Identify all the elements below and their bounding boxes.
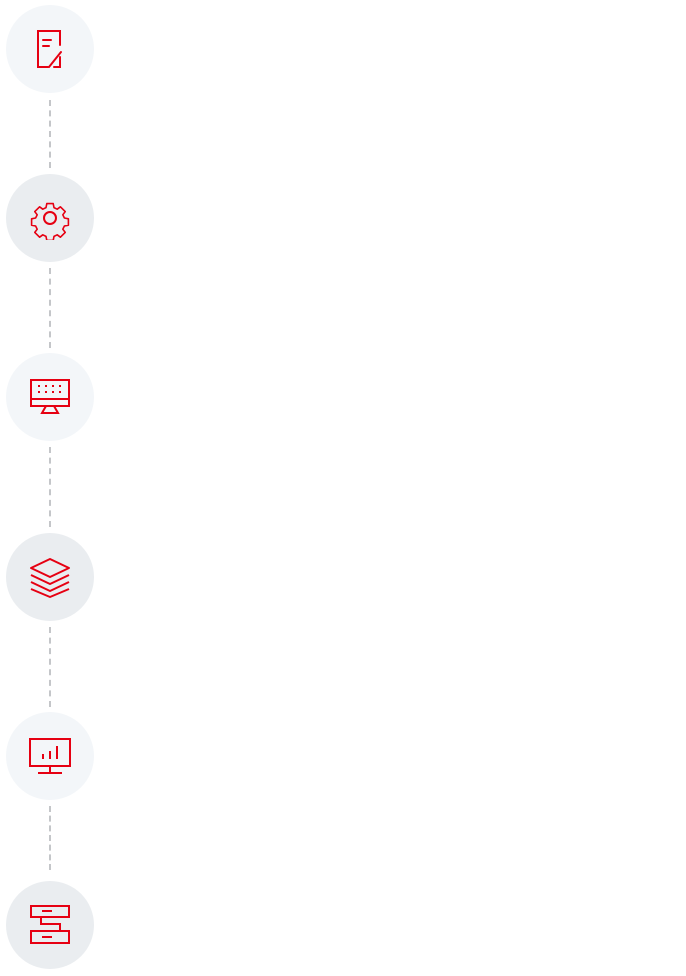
- step-2: [6, 174, 94, 262]
- step-5: [6, 712, 94, 800]
- flow-blocks-icon: [30, 905, 70, 944]
- connector-line: [49, 100, 51, 168]
- connector-line: [49, 268, 51, 348]
- layers-icon: [30, 558, 70, 598]
- presentation-chart-icon: [29, 738, 71, 774]
- connector-line: [49, 627, 51, 707]
- connector-line: [49, 447, 51, 527]
- step-4: [6, 533, 94, 621]
- connector-line: [49, 806, 51, 870]
- step-3: [6, 353, 94, 441]
- monitor-keyboard-icon: [30, 379, 70, 414]
- gear-icon: [30, 202, 70, 240]
- step-1: [6, 5, 94, 93]
- document-edit-icon: [37, 30, 62, 68]
- step-6: [6, 881, 94, 969]
